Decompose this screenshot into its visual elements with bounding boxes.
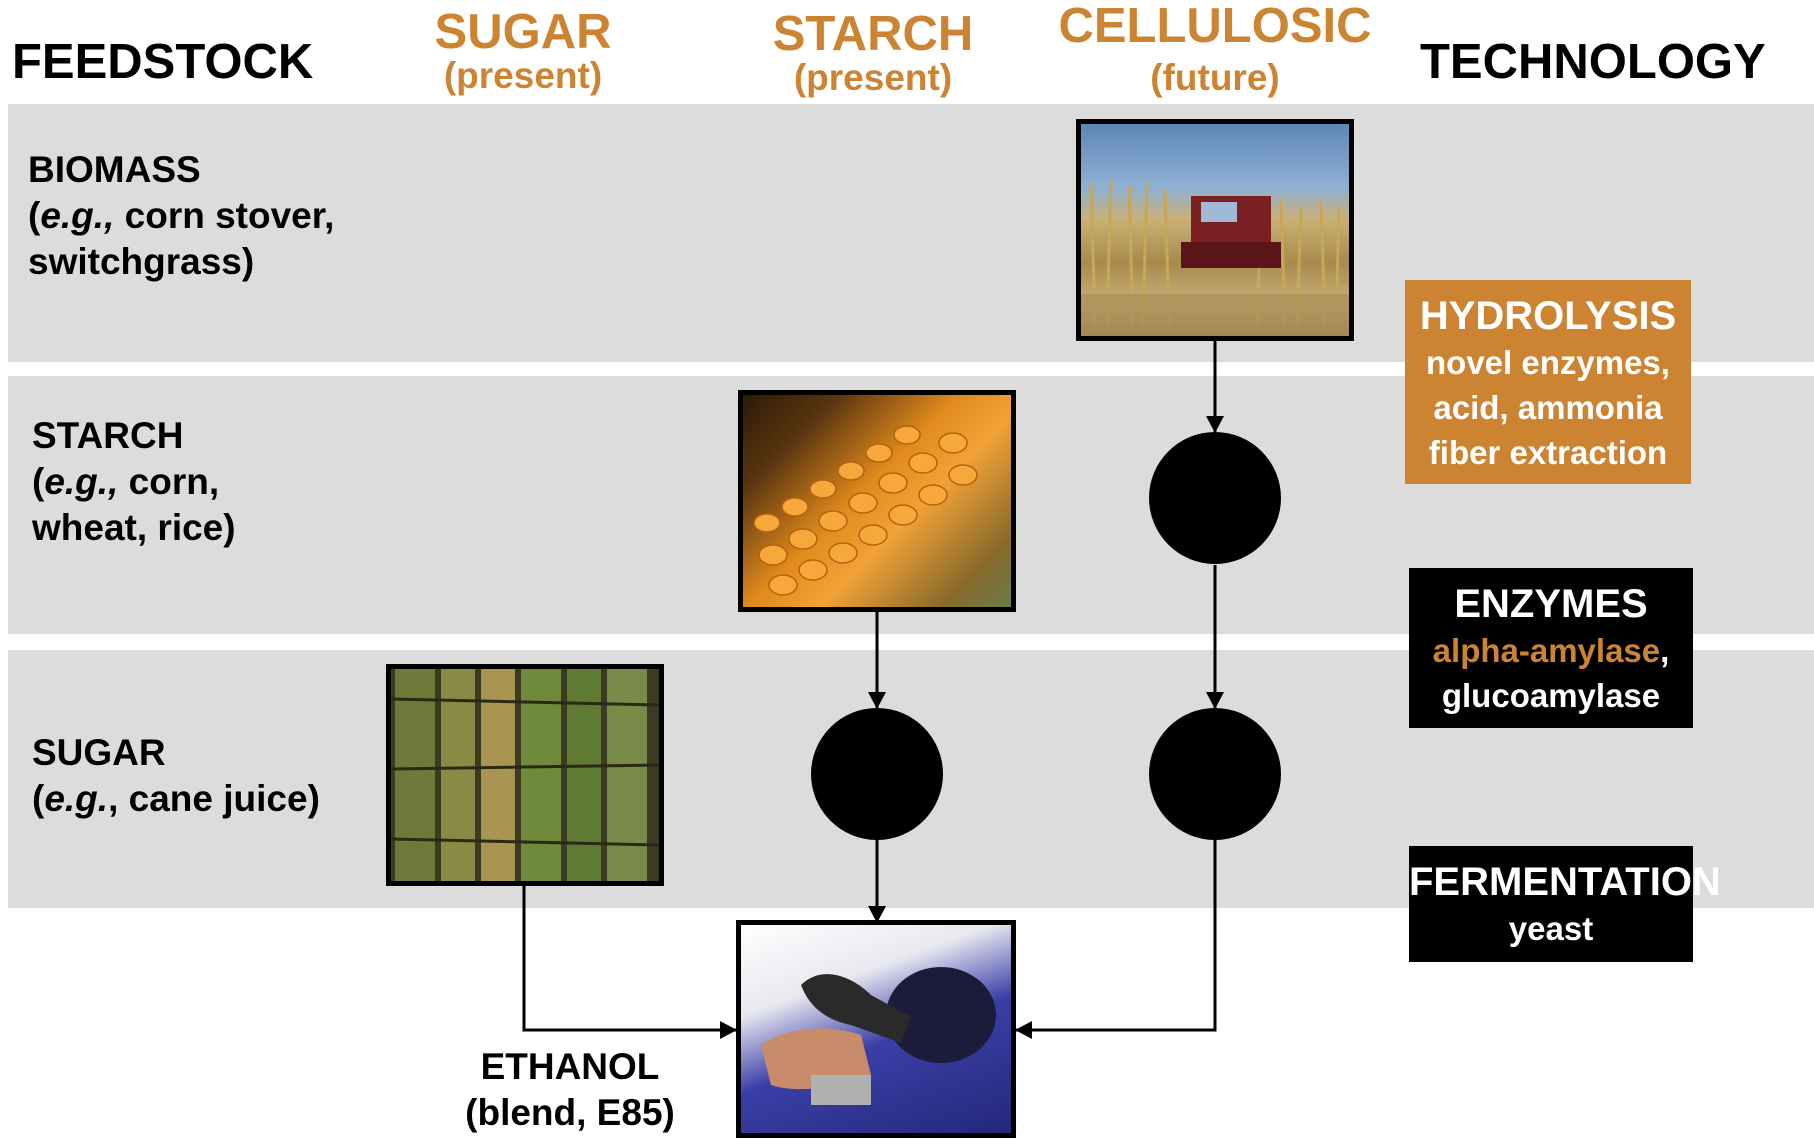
hydrolysis-line2: acid, ammonia <box>1433 389 1663 426</box>
enzymes-title: ENZYMES <box>1454 582 1648 626</box>
corn-kernels-graphic <box>753 425 978 596</box>
corn-cob-photo <box>738 390 1016 612</box>
cellulosic-column-title: CELLULOSIC <box>1058 0 1372 53</box>
biomass-example-line2: switchgrass) <box>28 241 255 282</box>
cellulosic-column-sub: (future) <box>1150 57 1280 98</box>
sugarcane-photo <box>386 664 664 886</box>
sugar-row-label: SUGAR (e.g., cane juice) <box>32 730 320 822</box>
sugar-column-header: SUGAR (present) <box>402 5 644 96</box>
sugar-example-rest: , cane juice) <box>108 778 320 819</box>
starch-example-rest: corn, <box>118 461 220 502</box>
cellulosic-column-header: CELLULOSIC (future) <box>1040 0 1390 98</box>
biomass-example-rest: corn stover, <box>114 195 335 236</box>
ethanol-label: ETHANOL (blend, E85) <box>450 1044 690 1136</box>
hydrolysis-title: HYDROLYSIS <box>1419 294 1677 338</box>
enzymes-line2: glucoamylase <box>1441 677 1661 714</box>
cane-stalks-graphic <box>391 669 659 881</box>
fermentation-line1: yeast <box>1508 910 1594 947</box>
ethanol-sub: (blend, E85) <box>465 1092 675 1133</box>
enzymes-box: ENZYMES alpha-amylase, glucoamylase <box>1409 568 1693 728</box>
biomass-example: (e.g., corn stover, <box>28 195 335 236</box>
sugar-example: (e.g., cane juice) <box>32 778 320 819</box>
cellulosic-hydrolysis-node <box>1149 432 1281 564</box>
starch-column-title: STARCH <box>772 7 974 61</box>
fuel-pump-photo <box>736 920 1016 1138</box>
enzymes-comma: , <box>1660 632 1670 669</box>
technology-header: TECHNOLOGY <box>1420 35 1766 89</box>
alpha-amylase-text: alpha-amylase <box>1432 632 1661 669</box>
starch-column-header: STARCH (present) <box>748 7 998 98</box>
ethanol-title: ETHANOL <box>480 1046 660 1087</box>
starch-eg: e.g., <box>44 461 119 502</box>
corn-harvester-photo <box>1076 119 1354 341</box>
hydrolysis-line3: fiber extraction <box>1428 434 1668 471</box>
hydrolysis-box: HYDROLYSIS novel enzymes, acid, ammonia … <box>1405 280 1691 484</box>
sugar-column-title: SUGAR <box>434 5 612 59</box>
starch-example: (e.g., corn, <box>32 461 220 502</box>
sugar-column-sub: (present) <box>443 55 603 96</box>
fermentation-title: FERMENTATION <box>1409 860 1721 904</box>
hydrolysis-line1: novel enzymes, <box>1426 344 1670 381</box>
cellulosic-fermentation-node <box>1149 708 1281 840</box>
starch-title: STARCH <box>32 415 184 456</box>
harvester-graphic <box>1081 178 1349 336</box>
pump-nozzle-graphic <box>761 967 996 1105</box>
arrow-cellulosic-to-ethanol <box>1015 840 1217 1039</box>
sugar-title: SUGAR <box>32 732 166 773</box>
biomass-title: BIOMASS <box>28 149 201 190</box>
starch-row-label: STARCH (e.g., corn, wheat, rice) <box>32 413 236 551</box>
feedstock-header: FEEDSTOCK <box>12 35 314 89</box>
fermentation-box: FERMENTATION yeast <box>1409 846 1721 962</box>
starch-column-sub: (present) <box>793 57 953 98</box>
biomass-row-label: BIOMASS (e.g., corn stover, switchgrass) <box>28 147 334 285</box>
sugar-eg: e.g. <box>44 778 109 819</box>
biomass-eg: e.g., <box>40 195 115 236</box>
arrow-cane-to-ethanol <box>522 886 737 1039</box>
starch-enzymes-node <box>811 708 943 840</box>
enzymes-line1: alpha-amylase, <box>1409 628 1693 673</box>
starch-example-line2: wheat, rice) <box>32 507 236 548</box>
